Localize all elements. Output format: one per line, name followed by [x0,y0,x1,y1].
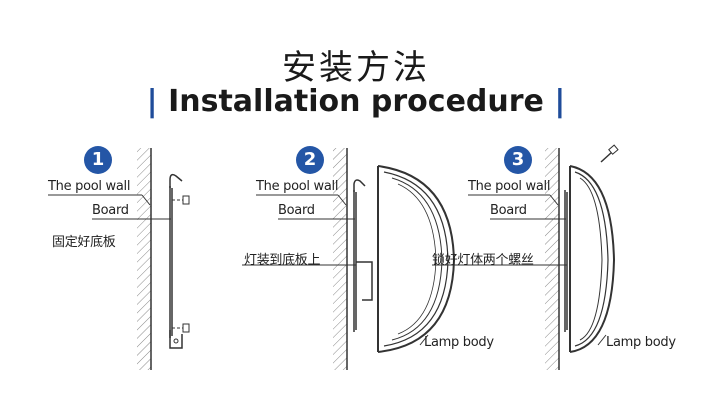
step-1-top-hook [169,173,183,188]
step-2-badge: 2 [296,146,324,174]
step-3-label-action: 锁好灯体两个螺丝 [432,253,534,268]
title-bar-left: | [146,84,158,119]
title-english-text: Installation procedure [168,84,544,119]
step-1-drawing [48,148,190,370]
step-2-label-pool-wall: The pool wall [256,179,339,194]
title-english: | Installation procedure | [0,84,712,119]
step-1-label-action: 固定好底板 [52,235,116,250]
step-2-label-lamp-body: Lamp body [424,335,494,350]
title-bar-right: | [554,84,566,119]
step-3-label-lamp-body: Lamp body [606,335,676,350]
step-3-label-board: Board [490,203,527,218]
step-1-badge: 1 [84,146,112,174]
step-1-screw-bottom [182,323,190,333]
step-3-label-pool-wall: The pool wall [468,179,551,194]
step-2-pool-wall [333,148,347,370]
step-3-badge: 3 [504,146,532,174]
step-1-bottom-bracket [169,330,183,349]
step-3-drawing [432,144,619,370]
step-3-pool-wall [545,148,559,370]
step-2-label-board: Board [278,203,315,218]
step-1-board [169,186,173,338]
step-1-label-pool-wall: The pool wall [48,179,131,194]
title-chinese: 安装方法 [282,48,430,88]
step-1-pool-wall [137,148,151,370]
step-2-label-action: 灯装到底板上 [244,253,321,268]
step-3-board [564,190,568,332]
step-3-lamp-body [569,165,616,353]
step-2-lamp-body [377,165,456,353]
step-1-label-board: Board [92,203,129,218]
step-2-drawing [242,148,456,370]
step-1-screw-top [182,195,190,205]
step-3-screw [600,144,619,163]
step-2-board [353,190,357,332]
